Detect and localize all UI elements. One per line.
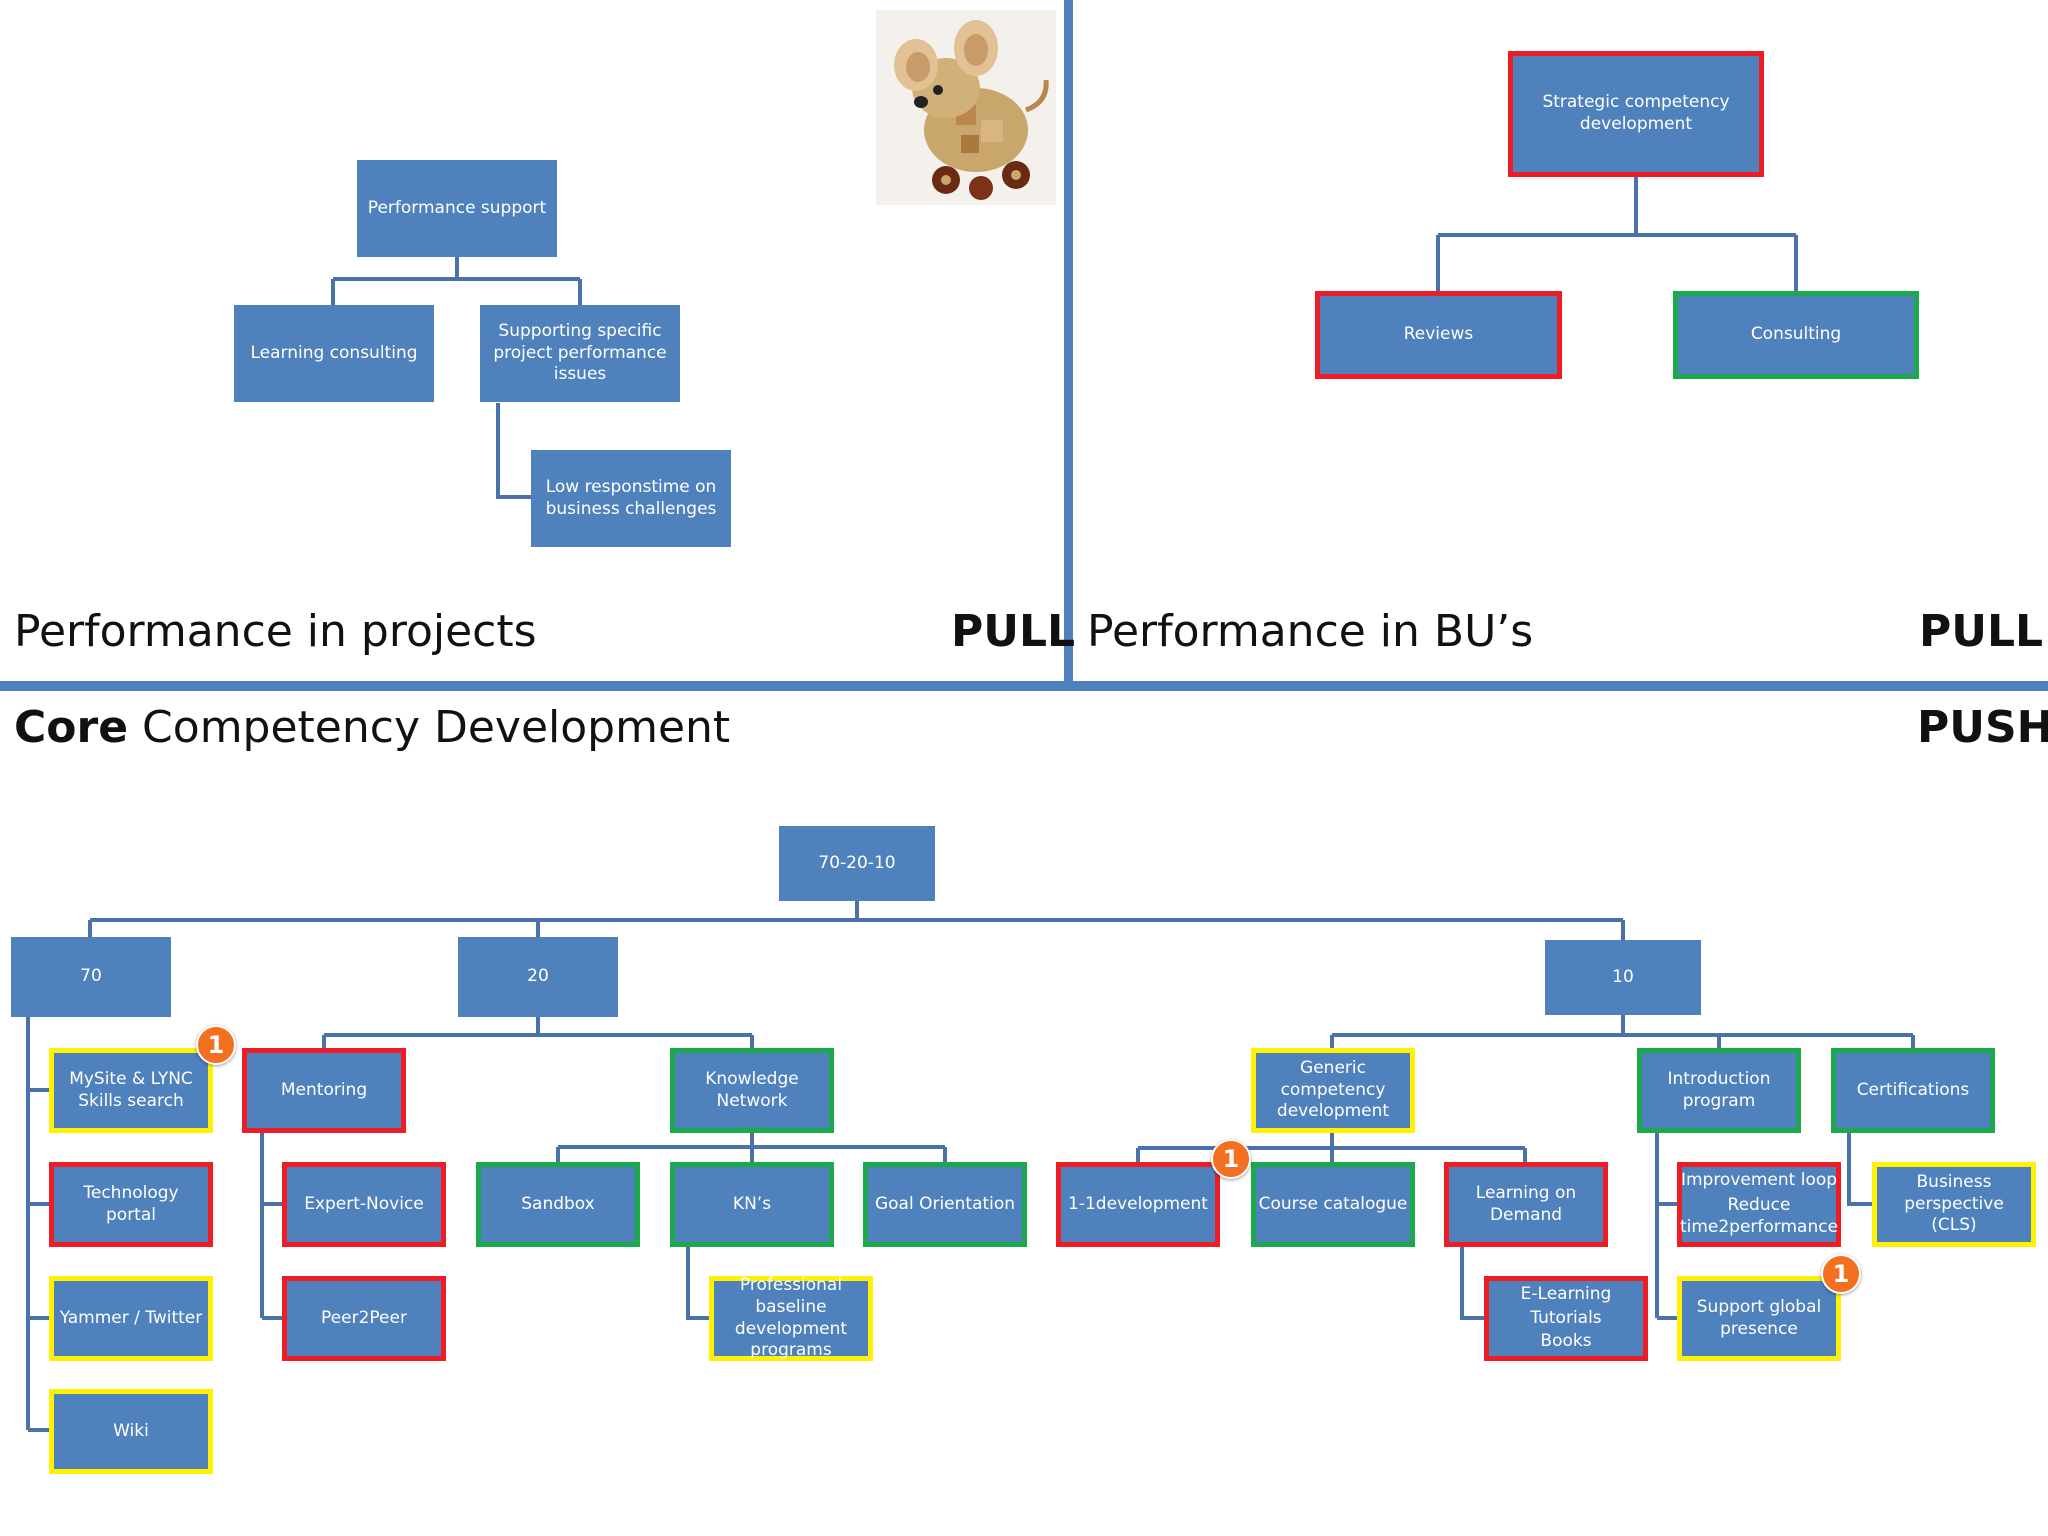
- push-tag: PUSH: [1917, 702, 2048, 753]
- node-peer2peer: Peer2Peer: [282, 1276, 446, 1361]
- node-low-responstime: Low responstime on business challenges: [531, 450, 731, 547]
- reduce-time-line: Reduce time2performance: [1679, 1195, 1839, 1237]
- node-technology-portal: Technology portal: [49, 1162, 213, 1247]
- badge-1-1development: 1: [1211, 1139, 1251, 1179]
- node-knowledge-network: Knowledge Network: [670, 1048, 834, 1133]
- node-generic-competency: Generic competency development: [1251, 1048, 1415, 1133]
- section-title-performance-in-projects: Performance in projects: [14, 606, 537, 657]
- node-70: 70: [11, 937, 171, 1017]
- node-wiki: Wiki: [49, 1389, 213, 1474]
- node-learning-consulting: Learning consulting: [234, 305, 434, 402]
- horizontal-divider: [0, 681, 2048, 691]
- books-line: Books: [1540, 1331, 1592, 1352]
- node-consulting: Consulting: [1673, 291, 1919, 379]
- node-reviews: Reviews: [1315, 291, 1562, 379]
- node-expert-novice: Expert-Novice: [282, 1162, 446, 1247]
- pull-tag-right: PULL: [1919, 606, 2044, 657]
- node-mentoring: Mentoring: [242, 1048, 406, 1133]
- node-performance-support: Performance support: [357, 160, 557, 257]
- vertical-divider: [1064, 0, 1073, 682]
- node-root-70-20-10: 70-20-10: [779, 826, 935, 901]
- section-title-performance-in-bus: Performance in BU’s: [1087, 606, 1534, 657]
- node-yammer-twitter: Yammer / Twitter: [49, 1276, 213, 1361]
- mouse-toy-icon: [876, 10, 1056, 205]
- title-bold-core: Core: [14, 702, 129, 753]
- node-supporting-specific: Supporting specific project performance …: [480, 305, 680, 402]
- node-learning-on-demand: Learning on Demand: [1444, 1162, 1608, 1247]
- node-1-1development: 1-1development: [1056, 1162, 1220, 1247]
- node-support-global-presence: Support global presence: [1677, 1276, 1841, 1361]
- node-10: 10: [1545, 940, 1701, 1015]
- tutorials-line: Tutorials: [1530, 1307, 1602, 1328]
- node-goal-orientation: Goal Orientation: [863, 1162, 1027, 1247]
- badge-support-global: 1: [1821, 1254, 1861, 1294]
- node-introduction-program: Introduction program: [1637, 1048, 1801, 1133]
- node-kns: KN’s: [670, 1162, 834, 1247]
- node-20: 20: [458, 937, 618, 1017]
- pull-tag-left: PULL: [951, 606, 1076, 657]
- node-course-catalogue: Course catalogue: [1251, 1162, 1415, 1247]
- node-strategic-competency: Strategic competency development: [1508, 51, 1764, 177]
- node-business-perspective: Business perspective (CLS): [1872, 1162, 2036, 1247]
- node-sandbox: Sandbox: [476, 1162, 640, 1247]
- badge-mysite: 1: [196, 1025, 236, 1065]
- section-title-core-competency: Core Competency Development: [14, 702, 730, 753]
- node-professional-baseline: Professional baseline development progra…: [709, 1275, 873, 1361]
- node-certifications: Certifications: [1831, 1048, 1995, 1133]
- improvement-loop-line: Improvement loop: [1680, 1170, 1838, 1191]
- title-rest: Competency Development: [128, 702, 731, 753]
- node-mysite-lync: MySite & LYNC Skills search: [49, 1048, 213, 1133]
- elearning-line: E-Learning: [1520, 1283, 1612, 1304]
